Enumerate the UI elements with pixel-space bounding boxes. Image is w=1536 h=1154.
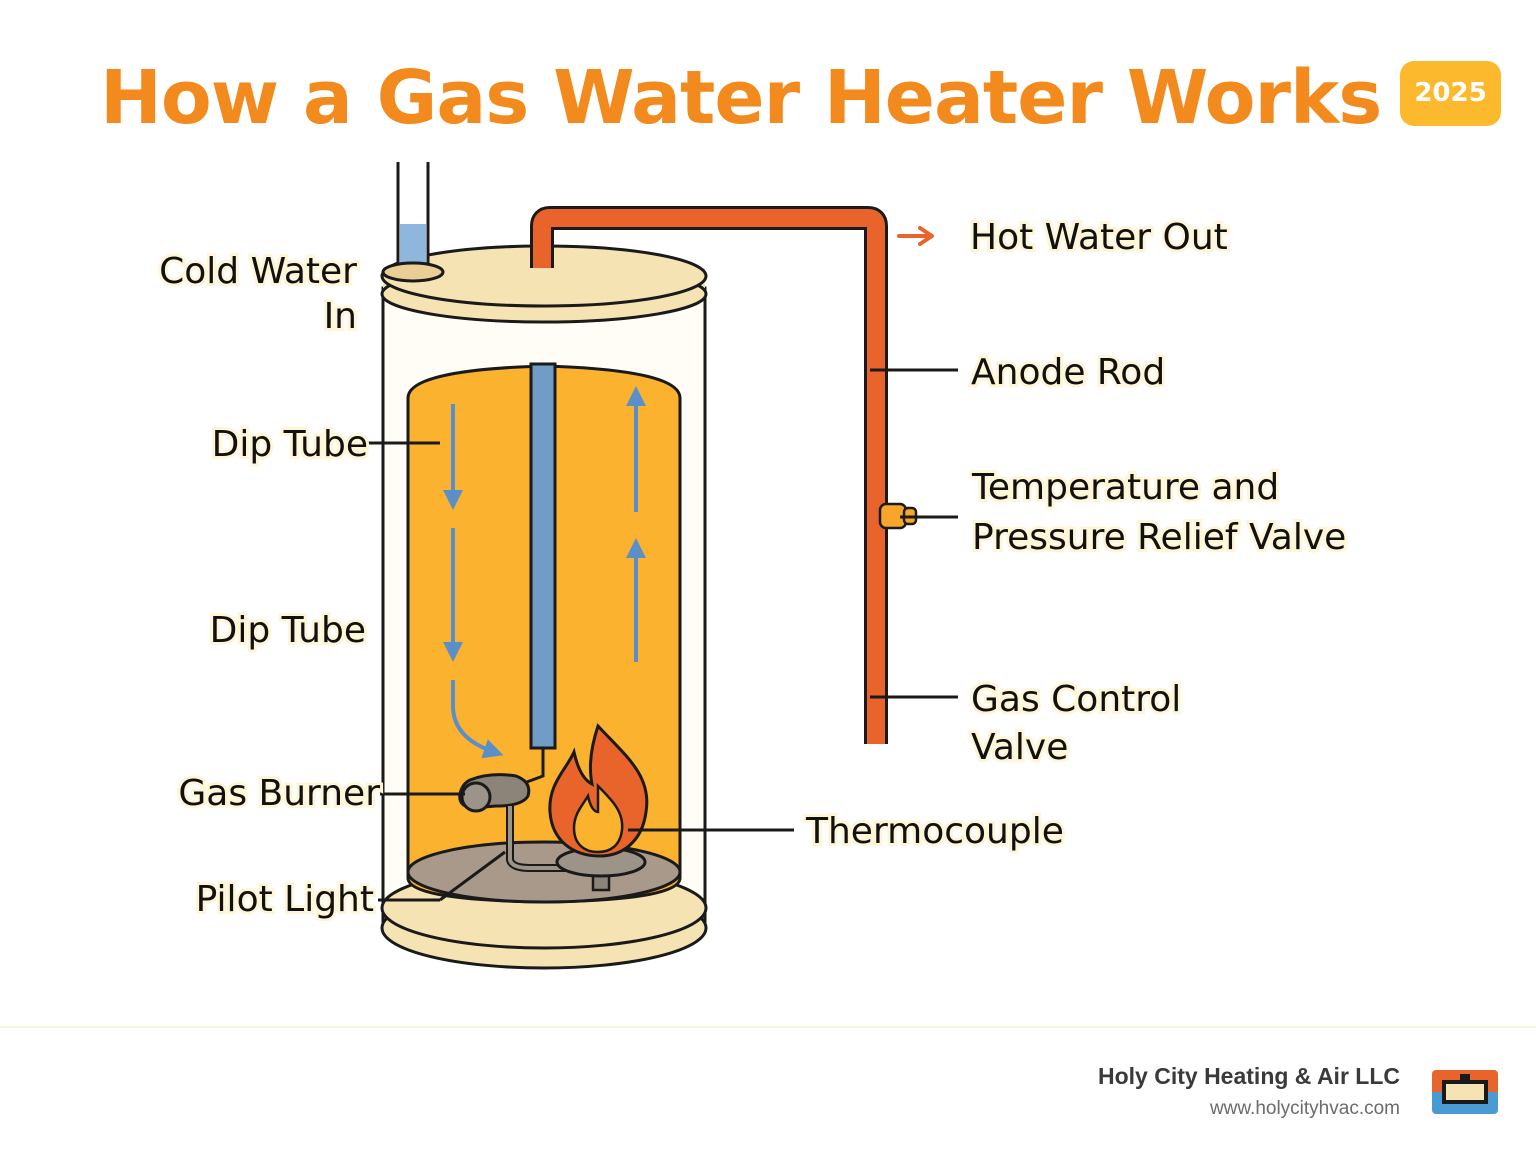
year-badge: 2025 bbox=[1400, 61, 1501, 126]
label-thermocouple: Thermocouple bbox=[805, 811, 1064, 852]
label-cold-water-in-line1: Cold Water bbox=[159, 251, 357, 292]
label-gas-burner: Gas Burner bbox=[178, 773, 380, 814]
gas-burner bbox=[458, 748, 568, 872]
label-tp-valve-line2: Pressure Relief Valve bbox=[972, 517, 1346, 558]
cold-water-inlet-pipe bbox=[381, 162, 445, 283]
company-name: Holy City Heating & Air LLC bbox=[1098, 1063, 1400, 1089]
footer-divider bbox=[0, 1026, 1536, 1028]
flame-icon bbox=[548, 723, 649, 858]
water-heater-diagram: Cold Water In Hot Water Out Dip Tube Dip… bbox=[156, 162, 1349, 970]
label-gas-control-line2: Valve bbox=[971, 727, 1068, 768]
label-gas-control-line1: Gas Control bbox=[971, 679, 1181, 720]
page-title: How a Gas Water Heater Works bbox=[100, 55, 1382, 141]
hot-water-pipe bbox=[530, 206, 888, 744]
leader-lines bbox=[366, 368, 958, 902]
hot-water-out-arrow bbox=[897, 226, 934, 246]
holy-city-logo-icon bbox=[1432, 1070, 1498, 1114]
company-website[interactable]: www.holycityhvac.com bbox=[1209, 1098, 1400, 1119]
label-dip-tube-upper: Dip Tube bbox=[212, 424, 368, 465]
label-hot-water-out: Hot Water Out bbox=[970, 217, 1228, 258]
label-anode-rod: Anode Rod bbox=[971, 352, 1165, 393]
label-tp-valve-line1: Temperature and bbox=[971, 467, 1279, 508]
label-cold-water-in-line2: In bbox=[324, 296, 357, 337]
label-dip-tube-lower: Dip Tube bbox=[210, 610, 366, 651]
label-pilot-light: Pilot Light bbox=[196, 879, 374, 920]
dip-tube-rod bbox=[529, 362, 557, 750]
cold-flow-arrows bbox=[443, 404, 504, 759]
